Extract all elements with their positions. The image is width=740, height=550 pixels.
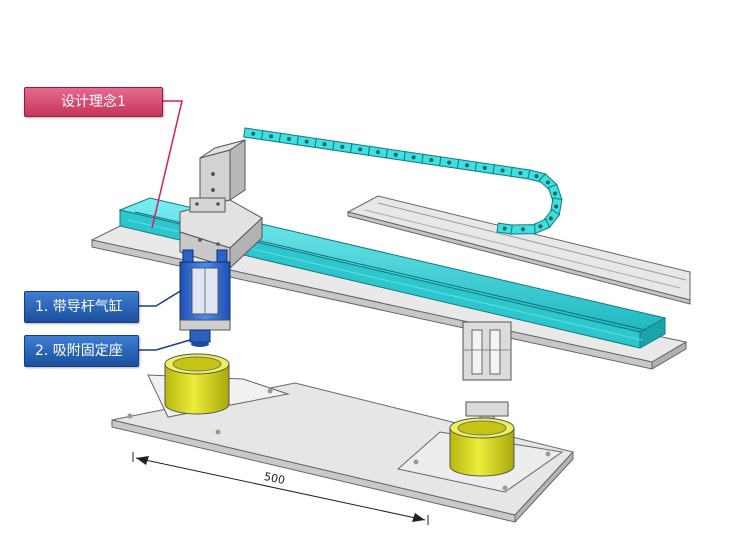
- drag-chain-pin: [411, 155, 416, 160]
- chain-bracket: [199, 139, 246, 209]
- suction-seat: [189, 329, 211, 347]
- drag-chain-pin: [429, 158, 434, 163]
- module-base-plate: [90, 224, 688, 370]
- drag-chain-pin: [465, 163, 470, 168]
- leader-design: [151, 100, 183, 229]
- leader-cylinder: [139, 289, 183, 307]
- right-cylinder: [462, 321, 512, 381]
- right-cup: [449, 417, 515, 477]
- drag-chain-pin: [304, 139, 309, 144]
- callout-suction-seat: 2. 吸附固定座: [24, 335, 139, 367]
- back-guide-rail: [346, 195, 691, 305]
- drag-chain-pin: [340, 144, 345, 149]
- drag-chain-pin: [554, 204, 559, 209]
- callout-guided-cylinder: 1. 带导杆气缸: [24, 291, 139, 323]
- drag-chain-pin: [548, 216, 553, 221]
- drag-chain-pin: [500, 168, 505, 173]
- drag-chain-pin: [482, 165, 487, 170]
- drag-chain-pin: [534, 174, 539, 179]
- drag-chain-pin: [269, 134, 274, 139]
- drag-chain-pin: [502, 226, 507, 231]
- drag-chain-pin: [322, 142, 327, 147]
- callout-design-concept: 设计理念1: [24, 87, 163, 117]
- drag-chain-pin: [518, 171, 523, 176]
- left-cup: [164, 353, 230, 415]
- drag-chain-pin: [251, 131, 256, 136]
- guided-cylinder: [179, 249, 231, 331]
- drag-chain-pin: [545, 180, 550, 185]
- drag-chain-pin: [538, 224, 543, 229]
- drag-chain-pin: [447, 160, 452, 165]
- drag-chain-pin: [286, 137, 291, 142]
- drag-chain-pin: [375, 150, 380, 155]
- drag-chain-pin: [358, 147, 363, 152]
- dimension-line: [132, 452, 429, 525]
- drag-chain-pin: [520, 227, 525, 232]
- drag-chain-pin: [393, 152, 398, 157]
- drag-chain: [243, 127, 563, 235]
- leader-seat: [139, 339, 191, 351]
- drag-chain-pin: [553, 191, 558, 196]
